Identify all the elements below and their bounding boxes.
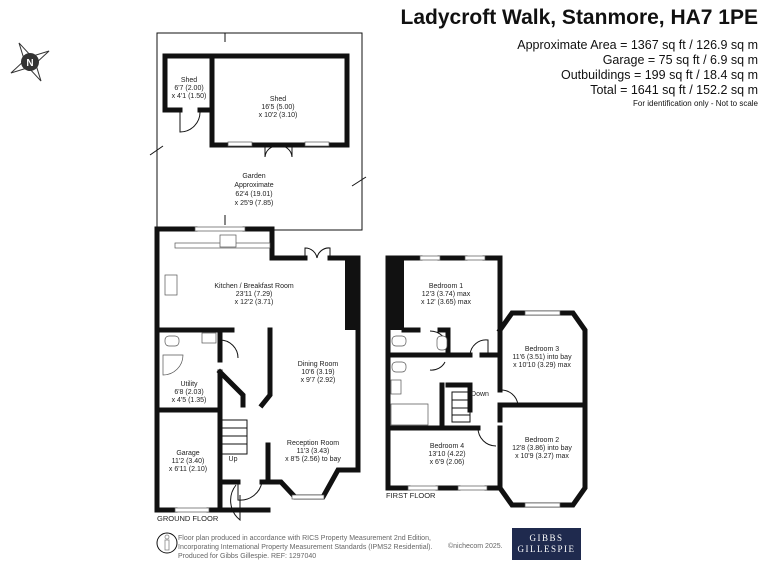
svg-text:x 6'9 (2.06): x 6'9 (2.06) [430, 459, 465, 466]
ground-stairs-label: Up [229, 456, 238, 463]
first-floor-label: FIRST FLOOR [386, 491, 436, 500]
svg-text:13'10 (4.22): 13'10 (4.22) [428, 451, 465, 458]
svg-text:x 10'9 (3.27) max: x 10'9 (3.27) max [515, 453, 569, 460]
svg-text:x 9'7 (2.92): x 9'7 (2.92) [301, 377, 336, 384]
svg-text:Garden: Garden [242, 173, 265, 180]
svg-text:Reception Room: Reception Room [287, 440, 339, 447]
footer-line: Produced for Gibbs Gillespie. REF: 12970… [178, 553, 317, 560]
room-kitchen: Kitchen / Breakfast Room 23'11 (7.29) x … [214, 283, 294, 306]
svg-text:Kitchen / Breakfast Room: Kitchen / Breakfast Room [214, 283, 294, 290]
svg-text:16'5 (5.00): 16'5 (5.00) [261, 104, 294, 111]
svg-text:62'4 (19.01): 62'4 (19.01) [235, 191, 272, 198]
svg-text:Shed: Shed [270, 96, 286, 103]
first-floor-plan: Down Bedroom 1 12'3 (3.74) max x 12' (3.… [385, 255, 588, 508]
garage-area: Garage = 75 sq ft / 6.9 sq m [602, 53, 758, 67]
svg-text:Bedroom 2: Bedroom 2 [525, 437, 559, 444]
room-bedroom-1: Bedroom 1 12'3 (3.74) max x 12' (3.65) m… [421, 283, 471, 306]
svg-text:x 10'2 (3.10): x 10'2 (3.10) [259, 112, 298, 119]
copyright: ©nichecom 2025. [448, 543, 503, 550]
room-shed-large: Shed 16'5 (5.00) x 10'2 (3.10) [259, 96, 298, 119]
ground-floor-label: GROUND FLOOR [157, 514, 219, 523]
svg-text:Bedroom 3: Bedroom 3 [525, 346, 559, 353]
svg-text:11'3 (3.43): 11'3 (3.43) [297, 448, 330, 455]
room-garden: Garden Approximate 62'4 (19.01) x 25'9 (… [234, 173, 273, 207]
svg-text:Garage: Garage [176, 450, 199, 457]
ground-floor-plan: Up Shed 6'7 (2.00) x 4'1 (1.50) Shed 16'… [149, 32, 367, 523]
svg-text:23'11 (7.29): 23'11 (7.29) [236, 291, 273, 298]
compass-label: N [26, 58, 33, 69]
room-bedroom-4: Bedroom 4 13'10 (4.22) x 6'9 (2.06) [428, 443, 465, 466]
room-shed-small: Shed 6'7 (2.00) x 4'1 (1.50) [172, 77, 207, 100]
first-stairs-label: Down [471, 391, 489, 398]
compass-icon [10, 42, 50, 82]
footer-line: Floor plan produced in accordance with R… [178, 535, 431, 542]
gibbs-gillespie-logo: GIBBS GILLESPIE [512, 528, 581, 560]
svg-text:11'2 (3.40): 11'2 (3.40) [172, 458, 205, 465]
svg-text:12'3 (3.74) max: 12'3 (3.74) max [422, 291, 471, 298]
logo-line: GILLESPIE [517, 544, 576, 554]
svg-text:x 25'9 (7.85): x 25'9 (7.85) [235, 200, 274, 207]
svg-text:Shed: Shed [181, 77, 197, 84]
svg-text:11'6 (3.51) into bay: 11'6 (3.51) into bay [512, 354, 572, 361]
room-garage: Garage 11'2 (3.40) x 6'11 (2.10) [169, 450, 207, 473]
outbuildings-area: Outbuildings = 199 sq ft / 18.4 sq m [561, 68, 758, 82]
svg-text:Approximate: Approximate [234, 182, 273, 189]
svg-text:6'8 (2.03): 6'8 (2.03) [174, 389, 203, 396]
svg-text:x 12'2 (3.71): x 12'2 (3.71) [235, 299, 274, 306]
room-dining: Dining Room 10'6 (3.19) x 9'7 (2.92) [298, 361, 339, 384]
svg-text:x 4'5 (1.35): x 4'5 (1.35) [172, 397, 207, 404]
scale-note: For identification only - Not to scale [633, 99, 758, 108]
room-utility: Utility 6'8 (2.03) x 4'5 (1.35) [172, 381, 207, 404]
room-bedroom-3: Bedroom 3 11'6 (3.51) into bay x 10'10 (… [512, 346, 572, 369]
svg-text:x 4'1 (1.50): x 4'1 (1.50) [172, 93, 207, 100]
property-title: Ladycroft Walk, Stanmore, HA7 1PE [400, 6, 758, 29]
svg-text:x 6'11 (2.10): x 6'11 (2.10) [169, 466, 207, 473]
svg-text:12'8 (3.86) into bay: 12'8 (3.86) into bay [512, 445, 572, 452]
room-reception: Reception Room 11'3 (3.43) x 8'5 (2.56) … [285, 440, 341, 463]
svg-text:Bedroom 4: Bedroom 4 [430, 443, 464, 450]
rics-person-icon [156, 532, 178, 554]
logo-line: GIBBS [529, 533, 564, 543]
total-area: Total = 1641 sq ft / 152.2 sq m [590, 83, 758, 97]
svg-text:Dining Room: Dining Room [298, 361, 339, 368]
room-bedroom-2: Bedroom 2 12'8 (3.86) into bay x 10'9 (3… [512, 437, 572, 460]
footer-text: Floor plan produced in accordance with R… [178, 534, 432, 561]
svg-text:x 12' (3.65) max: x 12' (3.65) max [421, 299, 471, 306]
approximate-area: Approximate Area = 1367 sq ft / 126.9 sq… [517, 38, 758, 52]
svg-text:x 8'5 (2.56) to bay: x 8'5 (2.56) to bay [285, 456, 341, 463]
svg-text:Utility: Utility [180, 381, 198, 388]
footer-line: Incorporating International Property Mea… [178, 544, 433, 551]
svg-text:Bedroom 1: Bedroom 1 [429, 283, 463, 290]
svg-text:6'7 (2.00): 6'7 (2.00) [174, 85, 203, 92]
svg-text:x 10'10 (3.29) max: x 10'10 (3.29) max [513, 362, 571, 369]
svg-text:10'6 (3.19): 10'6 (3.19) [301, 369, 334, 376]
